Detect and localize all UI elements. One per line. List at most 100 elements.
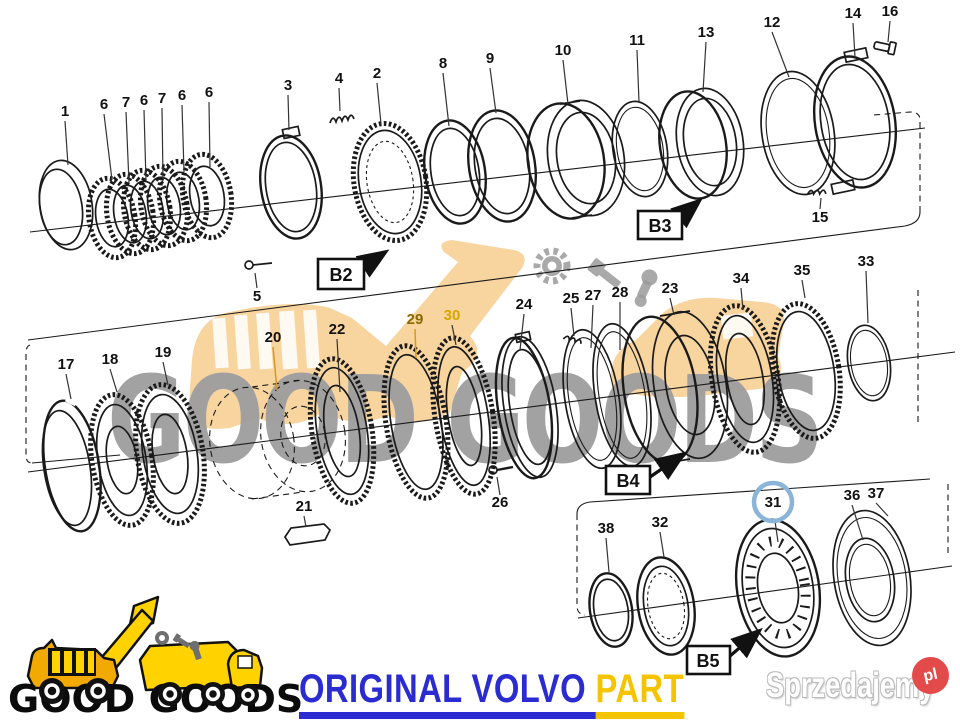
part-label: 17 <box>58 356 75 373</box>
part-12-ring <box>760 70 836 196</box>
part-label: 25 <box>563 290 580 307</box>
part-label: 1 <box>61 103 69 120</box>
part-label: 23 <box>662 280 679 297</box>
part-5-bolt <box>244 260 273 270</box>
part-label: 13 <box>698 24 715 41</box>
part-label: 5 <box>253 288 261 305</box>
part-10-drum <box>526 99 626 220</box>
callout-b3: B3 <box>636 197 703 241</box>
part-3-tab-ring <box>259 125 323 240</box>
highlight-circle <box>751 480 795 524</box>
part-26-bolt <box>488 465 514 475</box>
tractor-watermark <box>188 240 785 429</box>
part-14-tab-ring <box>812 46 898 196</box>
part-label: 4 <box>335 70 344 87</box>
panel-edge-mid <box>31 454 121 464</box>
callout-b3-label: B3 <box>648 216 671 236</box>
part-label: 9 <box>486 50 494 67</box>
part-label: 7 <box>122 94 130 111</box>
part-22-toothed-ring <box>307 356 377 506</box>
panel-edge-top <box>27 211 921 341</box>
logo-loader <box>26 595 160 690</box>
part-label: 20 <box>265 329 282 346</box>
part-label-circled: 31 <box>765 494 782 511</box>
cab-slat <box>302 309 321 369</box>
part-27-ring <box>562 328 622 470</box>
part-37-ring <box>832 509 912 647</box>
panel-edge-bottom-hidden <box>576 514 586 616</box>
part-38-ring <box>588 572 634 648</box>
cab-slat <box>278 310 299 370</box>
part-36-ring <box>844 537 896 623</box>
part-label: 34 <box>733 270 750 287</box>
group-callouts: B2 B3 B4 B5 <box>316 197 763 676</box>
cab-slat <box>256 312 273 370</box>
part-label: 3 <box>284 77 292 94</box>
part-label: 36 <box>844 487 861 504</box>
assembly-top <box>27 41 926 341</box>
part-label: 6 <box>178 87 186 104</box>
part-32-splined-disc <box>636 556 696 656</box>
logo-mini-icons <box>155 631 202 661</box>
part-30-toothed-ring <box>430 335 498 497</box>
part-6-7-disc-stack <box>85 151 235 261</box>
callout-b4-label: B4 <box>616 471 639 491</box>
piston-icon <box>634 269 658 307</box>
truck-cab <box>226 648 264 690</box>
part-label: 2 <box>373 65 381 82</box>
panel-edge-bottom <box>576 478 931 515</box>
part-label: 35 <box>794 262 811 279</box>
part-label: 10 <box>555 42 572 59</box>
part-33-ring <box>846 324 892 402</box>
logo-truck <box>138 640 264 692</box>
part-label: 28 <box>612 284 629 301</box>
part-2-synchro-ring <box>350 120 430 244</box>
part-label: 37 <box>868 485 885 502</box>
part-label: 32 <box>652 514 669 531</box>
part-label: 11 <box>629 32 645 49</box>
part-label: 6 <box>100 96 108 113</box>
mini-bolt-icon <box>172 633 191 649</box>
callout-b5: B5 <box>685 627 763 676</box>
callout-b2: B2 <box>316 249 390 291</box>
callout-b5-label: B5 <box>696 651 719 671</box>
part-label: 22 <box>329 321 346 338</box>
headline-yellow-text: PART <box>595 667 685 719</box>
assembly-middle <box>25 290 956 546</box>
part-8-ring <box>423 119 487 225</box>
part-label: 24 <box>516 296 533 313</box>
part-label: 26 <box>492 494 509 511</box>
truck-window <box>237 655 253 669</box>
mini-piston-icon <box>189 640 202 661</box>
part-label: 14 <box>845 5 862 22</box>
part-18-toothed-disc <box>88 392 156 528</box>
assembly-bottom <box>576 478 953 658</box>
part-label: 21 <box>296 498 313 515</box>
truck-bed <box>138 640 238 692</box>
part-label: 18 <box>102 351 119 368</box>
part-4-spring <box>329 114 355 125</box>
part-19-toothed-disc <box>133 382 207 526</box>
part-label: 7 <box>158 90 166 107</box>
part-label: 8 <box>439 55 447 72</box>
part-label: 27 <box>585 287 602 304</box>
part-label: 12 <box>764 14 781 31</box>
logo-wheels <box>39 678 259 706</box>
part-label: 30 <box>444 307 461 324</box>
part-label: 6 <box>205 84 213 101</box>
wheel-loader-silhouette <box>188 240 525 429</box>
part-label: 33 <box>858 253 875 270</box>
panel-edge-top-hidden <box>873 111 921 212</box>
part-label: 15 <box>812 209 829 226</box>
portal-watermark: Sprzedajemy <box>766 666 935 705</box>
good-goods-logo: GOOD GOODS <box>8 595 303 720</box>
part-label: 38 <box>598 520 615 537</box>
part-31-bearing-ring <box>734 518 822 658</box>
cab-slat <box>212 317 229 369</box>
cab-slat <box>234 314 251 370</box>
part-11-ring <box>611 100 669 198</box>
part-15-spring <box>806 189 827 197</box>
headline-blue-text: ORIGINAL VOLVO <box>299 667 596 719</box>
